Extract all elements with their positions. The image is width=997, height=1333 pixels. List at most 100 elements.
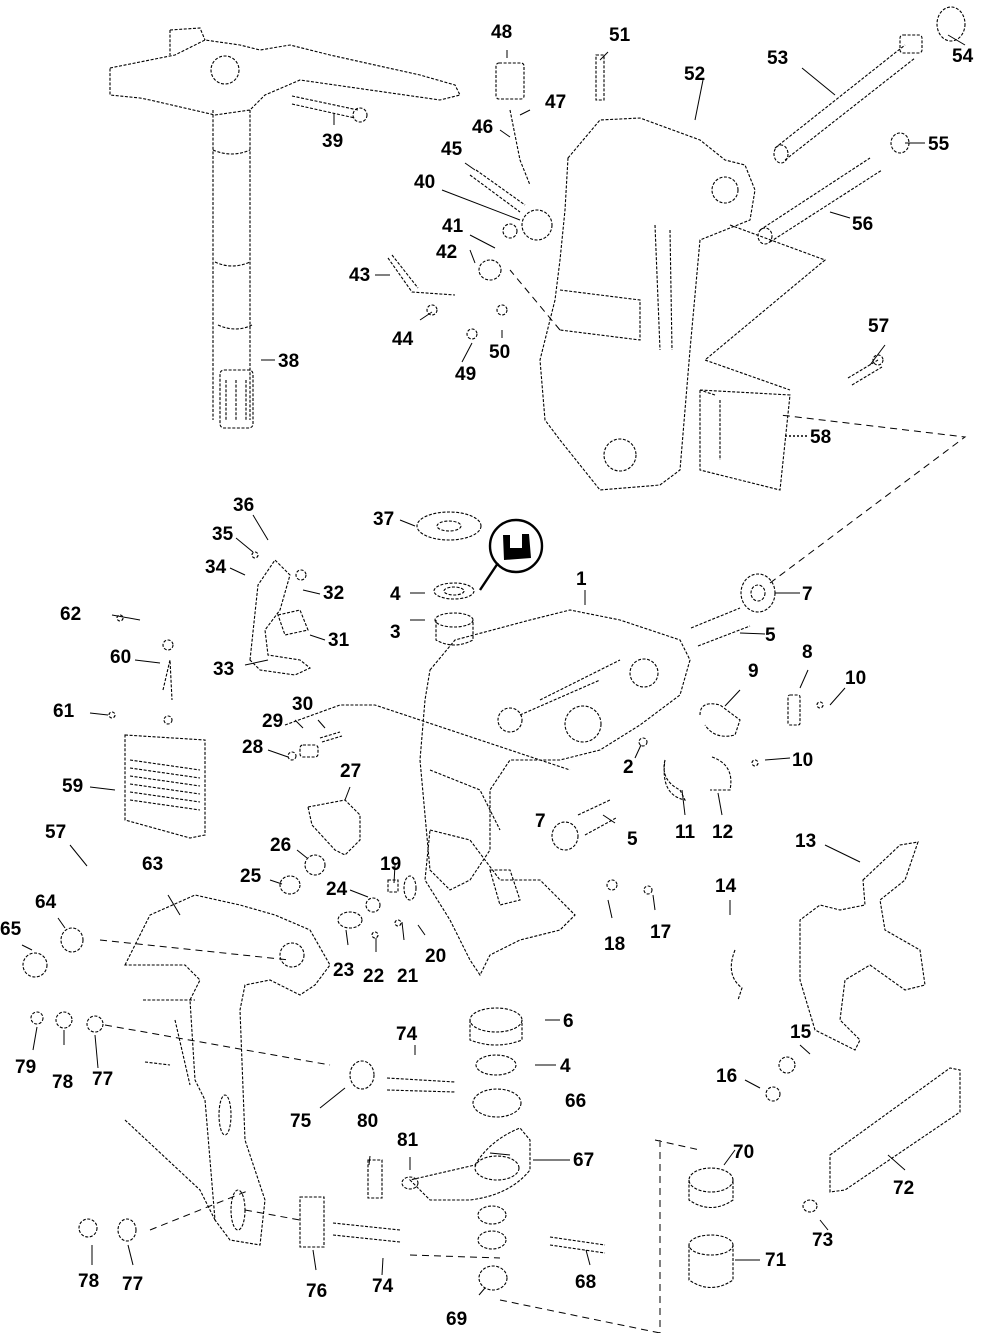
callout-36: 36 — [233, 495, 254, 516]
trim-lever-13-16 — [730, 841, 926, 1102]
callout-19: 19 — [380, 854, 401, 875]
callout-27: 27 — [340, 761, 361, 782]
callout-5: 5 — [627, 829, 638, 850]
bushings-and-seals-3-7 — [416, 511, 776, 851]
callout-53: 53 — [767, 48, 788, 69]
callout-6: 6 — [563, 1011, 574, 1032]
callout-72: 72 — [893, 1178, 914, 1199]
parts-31-36-lock-mechanism — [249, 551, 312, 676]
callout-26: 26 — [270, 835, 291, 856]
callout-80: 80 — [357, 1111, 378, 1132]
callout-45: 45 — [441, 139, 463, 160]
callout-32: 32 — [323, 583, 344, 604]
callout-24: 24 — [326, 879, 348, 900]
callout-37: 37 — [373, 509, 394, 530]
callout-25: 25 — [240, 866, 262, 887]
callout-67: 67 — [573, 1150, 594, 1171]
callout-76: 76 — [306, 1281, 327, 1302]
callout-40: 40 — [414, 172, 435, 193]
callout-10: 10 — [845, 668, 866, 689]
parts-17-30-small-hardware — [279, 704, 653, 939]
callout-46: 46 — [472, 117, 493, 138]
callout-9: 9 — [748, 661, 759, 682]
callout-4: 4 — [390, 584, 401, 605]
stern-bracket-1 — [419, 609, 691, 977]
callout-77: 77 — [122, 1274, 143, 1295]
steering-arm-and-shaft — [109, 27, 461, 429]
callout-18: 18 — [604, 934, 625, 955]
callout-51: 51 — [609, 25, 631, 46]
callout-15: 15 — [790, 1022, 812, 1043]
hardware-64-81 — [22, 927, 456, 1248]
leader-lines — [21, 34, 966, 1296]
part-57-58-bracket — [699, 354, 884, 491]
callout-57: 57 — [45, 822, 66, 843]
callout-11: 11 — [675, 822, 696, 843]
callout-64: 64 — [35, 892, 57, 913]
callout-23: 23 — [333, 960, 354, 981]
callout-39: 39 — [322, 131, 343, 152]
callout-55: 55 — [928, 134, 950, 155]
callout-54: 54 — [952, 46, 974, 67]
callout-2: 2 — [623, 757, 634, 778]
callout-74: 74 — [396, 1024, 418, 1045]
grease-tube-icon — [479, 518, 544, 591]
callout-77: 77 — [92, 1069, 113, 1090]
callout-60: 60 — [110, 647, 131, 668]
callout-47: 47 — [545, 92, 566, 113]
callout-13: 13 — [795, 831, 816, 852]
callout-58: 58 — [810, 427, 831, 448]
callout-79: 79 — [15, 1057, 36, 1078]
callout-43: 43 — [349, 265, 370, 286]
callout-74: 74 — [372, 1276, 394, 1297]
callout-8: 8 — [802, 642, 813, 663]
callout-66: 66 — [565, 1091, 586, 1112]
clips-8-12 — [638, 694, 824, 801]
callout-21: 21 — [397, 966, 419, 987]
callout-5: 5 — [765, 625, 776, 646]
callout-12: 12 — [712, 822, 733, 843]
callout-78: 78 — [52, 1072, 73, 1093]
swivel-bracket-52 — [539, 117, 827, 491]
callout-4: 4 — [560, 1056, 571, 1077]
callout-41: 41 — [442, 216, 464, 237]
callout-33: 33 — [213, 659, 234, 680]
tilt-lock-levers-40-50 — [387, 54, 605, 340]
callout-34: 34 — [205, 557, 227, 578]
tilt-tube-53-56 — [757, 6, 966, 245]
callout-69: 69 — [446, 1309, 467, 1330]
clamp-bracket-63 — [124, 894, 331, 1246]
callout-28: 28 — [242, 737, 263, 758]
callout-38: 38 — [278, 351, 299, 372]
callout-70: 70 — [733, 1142, 754, 1163]
callout-14: 14 — [715, 876, 737, 897]
callout-49: 49 — [455, 364, 476, 385]
callout-48: 48 — [491, 22, 512, 43]
alignment-lines — [99, 269, 967, 1259]
callout-75: 75 — [290, 1111, 312, 1132]
callout-71: 71 — [765, 1250, 787, 1271]
callout-22: 22 — [363, 966, 384, 987]
callout-78: 78 — [78, 1271, 99, 1292]
callout-3: 3 — [390, 622, 401, 643]
part-39-bolt — [291, 95, 368, 123]
callout-62: 62 — [60, 604, 81, 625]
callout-7: 7 — [802, 584, 813, 605]
callout-63: 63 — [142, 854, 163, 875]
callout-42: 42 — [436, 242, 457, 263]
parts-59-62-plate — [108, 614, 206, 839]
callout-61: 61 — [53, 701, 75, 722]
callout-29: 29 — [262, 711, 283, 732]
callout-59: 59 — [62, 776, 83, 797]
callout-20: 20 — [425, 946, 446, 967]
callout-73: 73 — [812, 1230, 833, 1251]
callout-81: 81 — [397, 1130, 419, 1151]
callout-35: 35 — [212, 524, 234, 545]
callout-labels: 1 2 3 4 4 5 5 6 7 7 8 9 10 10 11 12 13 1… — [0, 22, 974, 1330]
callout-30: 30 — [292, 694, 313, 715]
lower-swivel-parts-66-73 — [408, 1007, 961, 1333]
callout-56: 56 — [852, 214, 873, 235]
callout-68: 68 — [575, 1272, 596, 1293]
callout-50: 50 — [489, 342, 510, 363]
